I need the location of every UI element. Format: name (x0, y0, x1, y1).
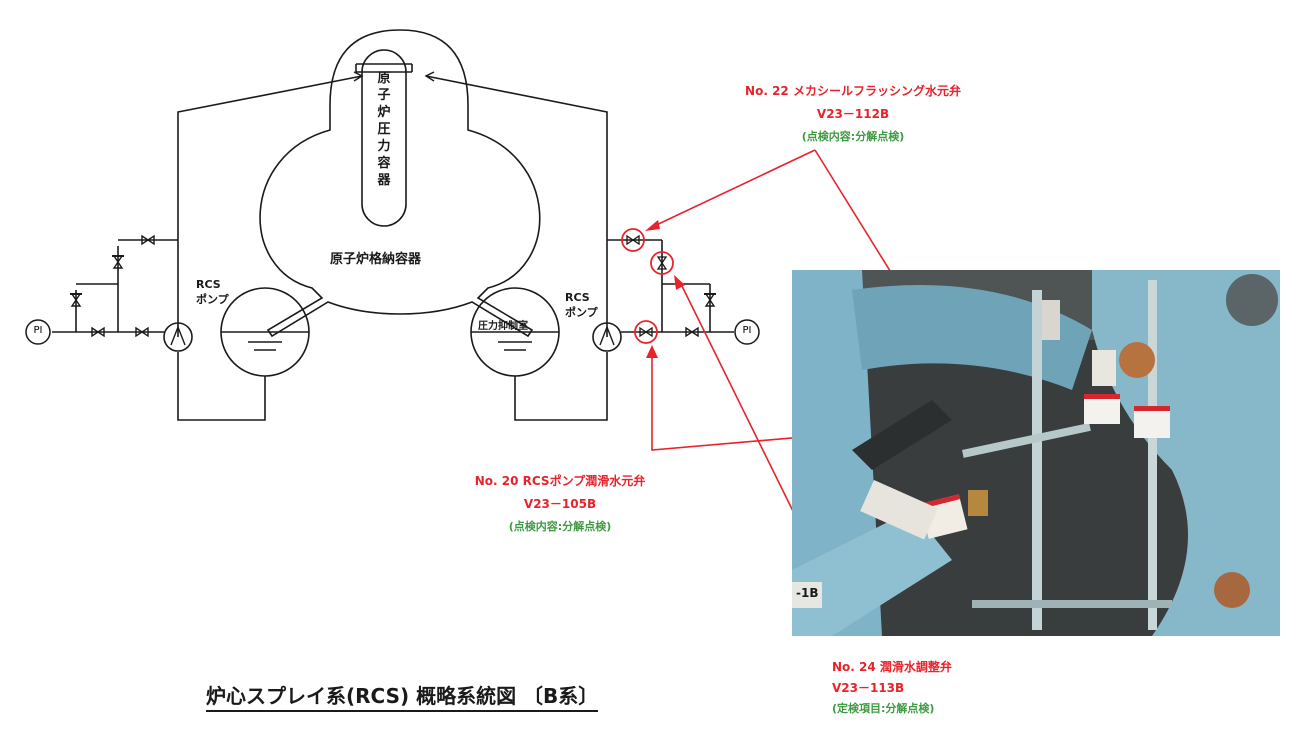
leader-22 (649, 149, 816, 229)
annotation-24-title: No. 24 潤滑水調整弁 (832, 660, 952, 674)
annotation-24-note: (定検項目:分解点検) (832, 702, 935, 715)
containment-label: 原子炉格納容器 (330, 252, 422, 267)
annotation-22-title: No. 22 メカシールフラッシング水元弁 (745, 84, 961, 98)
valve-24-marker (650, 251, 674, 275)
photo-tag-label: -1B (796, 586, 819, 600)
suppression-chamber-label: 圧力抑制室 (478, 321, 528, 332)
left-pump-label: RCS ポンプ (196, 277, 229, 307)
valve-photo: -1B (792, 270, 1280, 636)
annotation-22-note: (点検内容:分解点検) (801, 130, 905, 143)
diagram-title: 炉心スプレイ系(RCS) 概略系統図 〔B系〕 (206, 680, 599, 712)
annotation-valve-24: No. 24 潤滑水調整弁 V23－113B (定検項目:分解点検) (832, 658, 952, 716)
valve-left-3 (141, 234, 155, 246)
annotation-20-note: (点検内容:分解点検) (508, 520, 612, 533)
annotation-valve-22: No. 22 メカシールフラッシング水元弁 V23－112B (点検内容:分解点… (688, 82, 1018, 144)
right-pump-label-line2: ポンプ (565, 306, 598, 319)
annotation-20-tag: V23－105B (523, 497, 597, 511)
right-pump-label: RCS ポンプ (565, 290, 598, 320)
right-pump-label-line1: RCS (565, 291, 590, 304)
valve-photo-art (792, 270, 1280, 636)
containment-outline (259, 29, 541, 338)
left-rcs-pump (163, 322, 193, 352)
gauge-right-label: PI (742, 325, 752, 336)
valve-left-2 (135, 326, 149, 338)
gauge-left-label: PI (33, 325, 43, 336)
right-rcs-pump (592, 322, 622, 352)
left-pump-label-line1: RCS (196, 278, 221, 291)
pressure-vessel (361, 49, 407, 227)
pressure-gauge-left (25, 319, 51, 345)
vessel-label: 原子炉圧力容器 (377, 71, 391, 188)
left-pump-label-line2: ポンプ (196, 293, 229, 306)
annotation-20-title: No. 20 RCSポンプ潤滑水元弁 (474, 474, 646, 488)
valve-20-marker (634, 320, 658, 344)
valve-22-marker (621, 228, 645, 252)
pressure-gauge-right (734, 319, 760, 345)
annotation-22-tag: V23－112B (816, 107, 890, 121)
valve-right-1 (685, 326, 699, 338)
annotation-24-tag: V23－113B (832, 681, 905, 695)
annotation-valve-20: No. 20 RCSポンプ潤滑水元弁 V23－105B (点検内容:分解点検) (410, 472, 710, 534)
valve-left-1 (91, 326, 105, 338)
